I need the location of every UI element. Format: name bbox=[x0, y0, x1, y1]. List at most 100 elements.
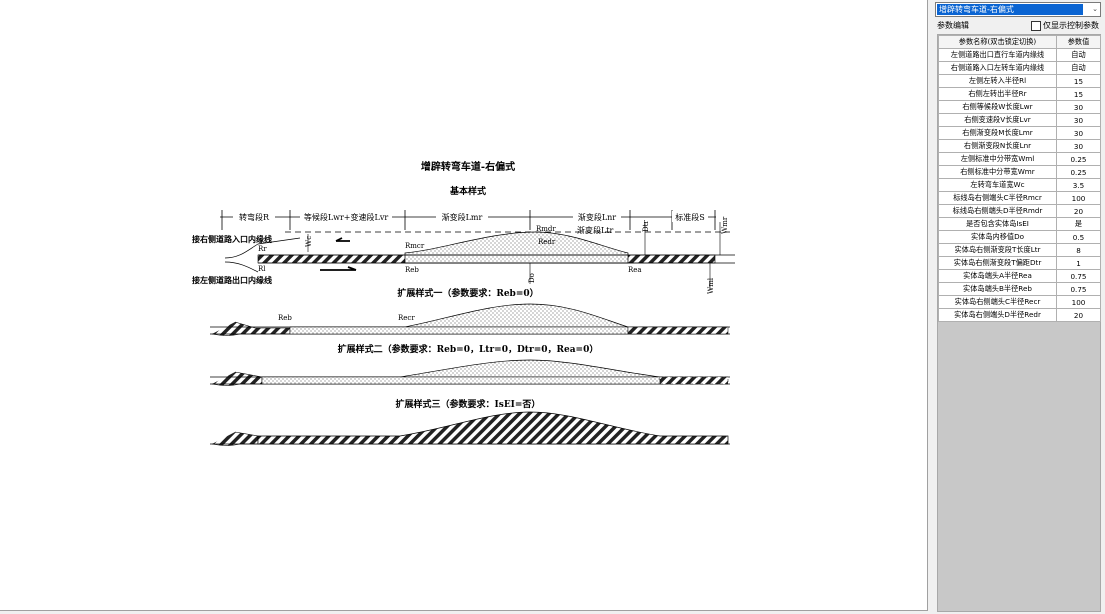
param-name-cell[interactable]: 右侧渐变段M长度Lmr bbox=[938, 126, 1057, 140]
ext1-dim-recr: Recr bbox=[398, 314, 415, 322]
base-style-road bbox=[224, 222, 735, 290]
dim-wmr: Wmr bbox=[721, 216, 729, 234]
param-value-cell[interactable]: 15 bbox=[1056, 74, 1101, 88]
dim-wml: Wml bbox=[707, 277, 715, 294]
param-value-cell[interactable]: 3.5 bbox=[1056, 178, 1101, 192]
ext3-caption: 扩展样式三（参数要求：IsEI=否） bbox=[396, 398, 541, 410]
param-name-cell[interactable]: 实体岛端头A半径Rea bbox=[938, 269, 1057, 283]
column-header-value[interactable]: 参数值 bbox=[1056, 35, 1101, 49]
param-name-cell[interactable]: 实体岛右侧端头C半径Recr bbox=[938, 295, 1057, 309]
dim-do: Do bbox=[528, 273, 536, 283]
param-value-cell[interactable]: 20 bbox=[1056, 204, 1101, 218]
param-name-cell[interactable]: 右侧左转出半径Rr bbox=[938, 87, 1057, 101]
label-standard-segment: 标准段S bbox=[675, 212, 704, 222]
param-value-cell[interactable]: 是 bbox=[1056, 217, 1101, 231]
param-value-cell[interactable]: 30 bbox=[1056, 100, 1101, 114]
param-name-cell[interactable]: 右侧变速段V长度Lvr bbox=[938, 113, 1057, 127]
param-value-cell[interactable]: 15 bbox=[1056, 87, 1101, 101]
param-name-cell[interactable]: 实体岛内移值Do bbox=[938, 230, 1057, 244]
dim-rea: Rea bbox=[628, 266, 642, 274]
param-value-cell[interactable]: 0.75 bbox=[1056, 269, 1101, 283]
control-params-checkbox-label[interactable]: 仅显示控制参数 bbox=[1043, 21, 1099, 30]
style-dropdown-value: 增辟转弯车道-右偏式 bbox=[937, 4, 1083, 15]
param-name-cell[interactable]: 标线岛右侧端头C半径Rmcr bbox=[938, 191, 1057, 205]
param-value-cell[interactable]: 100 bbox=[1056, 191, 1101, 205]
chevron-down-icon[interactable]: ⌄ bbox=[1092, 5, 1098, 13]
label-gradual-n-segment: 渐变段Lnr bbox=[578, 212, 616, 222]
dim-wc: Wc bbox=[305, 236, 313, 247]
parameter-grid: 参数名称(双击锁定切换) 参数值 左侧道路出口直行车道内缘线自动右侧道路入口左转… bbox=[937, 34, 1101, 612]
param-name-cell[interactable]: 是否包含实体岛IsEI bbox=[938, 217, 1057, 231]
param-value-cell[interactable]: 30 bbox=[1056, 139, 1101, 153]
param-value-cell[interactable]: 30 bbox=[1056, 113, 1101, 127]
diagram-svg: 增辟转弯车道-右偏式 基本样式 转弯段R 等候段Lwr+变速段Lvr 渐变段Lm… bbox=[192, 160, 735, 446]
param-value-cell[interactable]: 自动 bbox=[1056, 48, 1101, 62]
param-name-cell[interactable]: 实体岛端头B半径Reb bbox=[938, 282, 1057, 296]
ext1-caption: 扩展样式一（参数要求：Reb=0） bbox=[397, 287, 538, 299]
param-name-cell[interactable]: 左侧左转入半径Rl bbox=[938, 74, 1057, 88]
param-name-cell[interactable]: 左侧道路出口直行车道内缘线 bbox=[938, 48, 1057, 62]
param-name-cell[interactable]: 实体岛右侧渐变段T长度Ltr bbox=[938, 243, 1057, 257]
param-value-cell[interactable]: 8 bbox=[1056, 243, 1101, 257]
diagram-subtitle: 基本样式 bbox=[449, 185, 486, 197]
ext1-dim-reb: Reb bbox=[278, 314, 292, 322]
param-name-cell[interactable]: 左转弯车道宽Wc bbox=[938, 178, 1057, 192]
table-row[interactable]: 左侧道路出口直行车道内缘线自动 bbox=[938, 48, 1101, 62]
parameter-panel: 增辟转弯车道-右偏式 ⌄ 参数编辑 仅显示控制参数 参数名称(双击锁定切换) 参… bbox=[933, 0, 1105, 614]
param-name-cell[interactable]: 右侧标准中分带宽Wmr bbox=[938, 165, 1057, 179]
param-name-cell[interactable]: 实体岛右侧渐变段T偏距Dtr bbox=[938, 256, 1057, 270]
table-row[interactable]: 右侧道路入口左转车道内缘线自动 bbox=[938, 61, 1101, 75]
style-dropdown[interactable]: 增辟转弯车道-右偏式 ⌄ bbox=[935, 2, 1101, 17]
param-value-cell[interactable]: 20 bbox=[1056, 308, 1101, 322]
dim-rr: Rr bbox=[258, 245, 267, 253]
label-gradual-t-segment: 渐变段Ltr bbox=[577, 225, 614, 235]
param-name-cell[interactable]: 标线岛右侧端头D半径Rmdr bbox=[938, 204, 1057, 218]
param-value-cell[interactable]: 1 bbox=[1056, 256, 1101, 270]
column-header-name[interactable]: 参数名称(双击锁定切换) bbox=[938, 35, 1057, 49]
drawing-canvas[interactable]: 增辟转弯车道-右偏式 基本样式 转弯段R 等候段Lwr+变速段Lvr 渐变段Lm… bbox=[0, 0, 928, 611]
param-name-cell[interactable]: 右侧道路入口左转车道内缘线 bbox=[938, 61, 1057, 75]
param-value-cell[interactable]: 0.25 bbox=[1056, 152, 1101, 166]
param-name-cell[interactable]: 右侧渐变段N长度Lnr bbox=[938, 139, 1057, 153]
dim-rmdr: Rmdr bbox=[536, 225, 556, 233]
param-value-cell[interactable]: 0.75 bbox=[1056, 282, 1101, 296]
parameter-table: 参数名称(双击锁定切换) 参数值 左侧道路出口直行车道内缘线自动右侧道路入口左转… bbox=[938, 35, 1101, 322]
param-value-cell[interactable]: 30 bbox=[1056, 126, 1101, 140]
label-gradual-m-segment: 渐变段Lmr bbox=[442, 212, 483, 222]
label-turn-segment: 转弯段R bbox=[239, 212, 270, 222]
dim-rmcr: Rmcr bbox=[405, 242, 425, 250]
dim-redr: Redr bbox=[538, 238, 556, 246]
param-name-cell[interactable]: 右侧等候段W长度Lwr bbox=[938, 100, 1057, 114]
ext1-road bbox=[210, 303, 730, 336]
label-left-entry: 接右侧道路入口内缘线 bbox=[192, 234, 272, 244]
control-params-checkbox[interactable] bbox=[1031, 21, 1041, 31]
param-value-cell[interactable]: 自动 bbox=[1056, 61, 1101, 75]
ext2-caption: 扩展样式二（参数要求：Reb=0，Ltr=0，Dtr=0，Rea=0） bbox=[338, 343, 599, 355]
param-value-cell[interactable]: 0.5 bbox=[1056, 230, 1101, 244]
param-name-cell[interactable]: 左侧标准中分带宽Wml bbox=[938, 152, 1057, 166]
param-value-cell[interactable]: 0.25 bbox=[1056, 165, 1101, 179]
param-name-cell[interactable]: 实体岛右侧端头D半径Redr bbox=[938, 308, 1057, 322]
dim-reb: Reb bbox=[405, 266, 419, 274]
param-value-cell[interactable]: 100 bbox=[1056, 295, 1101, 309]
diagram-title: 增辟转弯车道-右偏式 bbox=[421, 160, 515, 173]
